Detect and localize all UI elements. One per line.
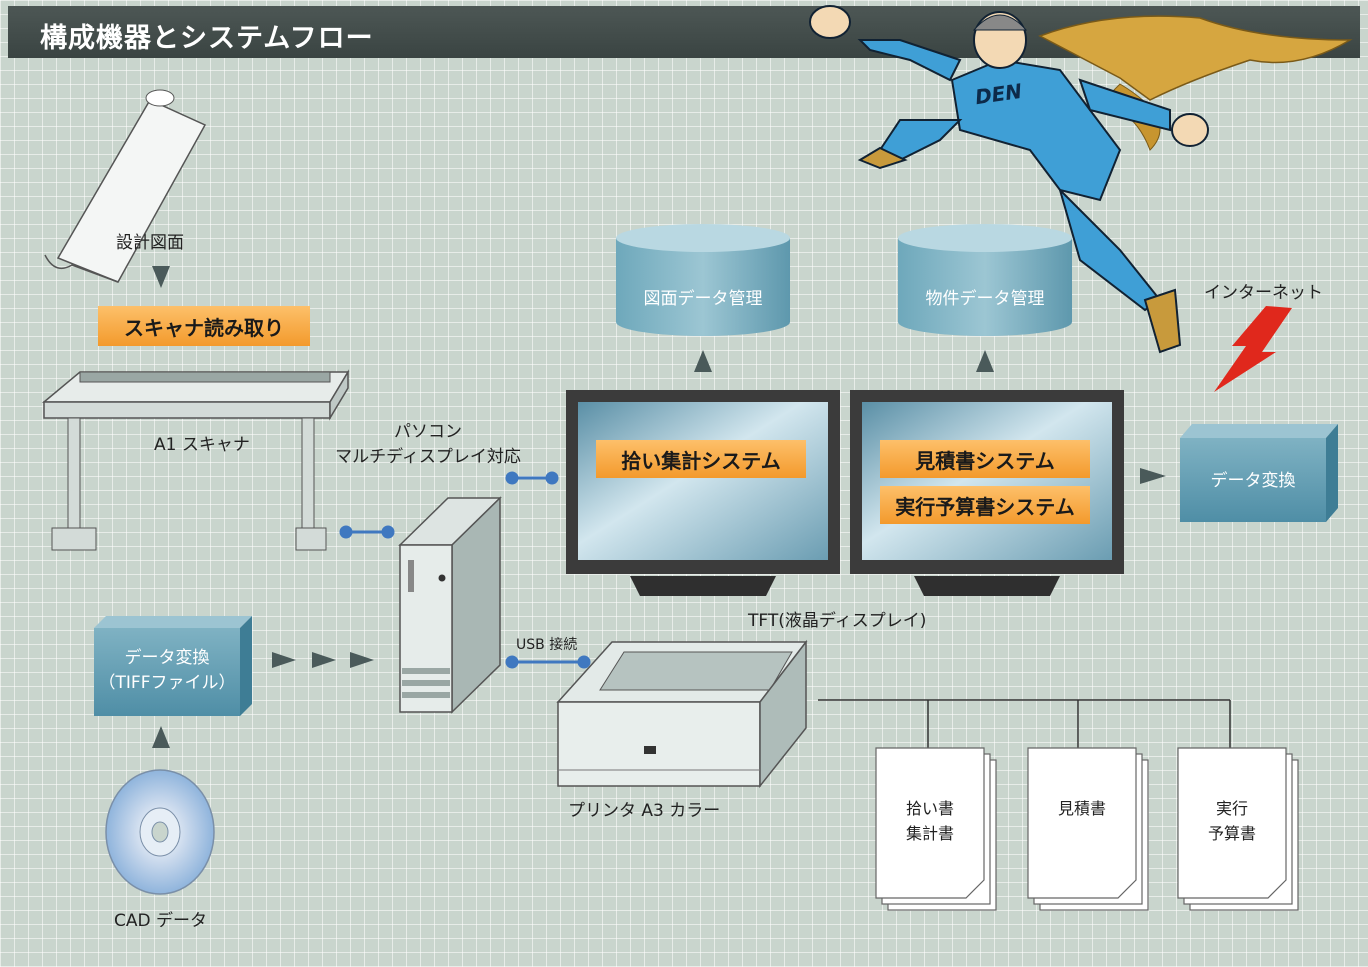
data-convert-tiff-box <box>94 616 252 716</box>
arrow-right-icon <box>272 652 374 668</box>
usb-label: USB 接続 <box>516 637 578 653</box>
sys-budget-label: 実行予算書システム <box>880 486 1090 524</box>
db-drawing-label: 図面データ管理 <box>643 289 763 309</box>
doc-takeoff-label: 拾い書 集計書 <box>905 799 954 843</box>
convert-tiff-label: データ変換 （TIFFファイル） <box>98 648 236 693</box>
connector-lines <box>339 471 591 669</box>
doc-budget-label: 実行 予算書 <box>1207 799 1256 843</box>
pc-label: パソコン マルチディスプレイ対応 <box>335 422 521 467</box>
sys-estimate-label: 見積書システム <box>880 440 1090 478</box>
convert-label: データ変換 <box>1210 471 1296 491</box>
db-property-label: 物件データ管理 <box>925 289 1045 309</box>
monitor-icon <box>566 390 1124 596</box>
drawing-label: 設計図面 <box>116 233 184 253</box>
scanner-label: A1 スキャナ <box>154 435 250 455</box>
arrow-up-icon <box>152 726 170 748</box>
arrow-right-icon <box>1140 468 1166 484</box>
document-stack-icon <box>875 747 1299 911</box>
arrow-down-icon <box>152 266 170 288</box>
printer-label: プリンタ A3 カラー <box>568 801 721 821</box>
printer-icon <box>556 639 808 789</box>
sys-takeoff-label: 拾い集計システム <box>596 440 806 478</box>
tft-label: TFT(液晶ディスプレイ) <box>748 611 927 631</box>
rolled-drawing-icon <box>44 89 207 283</box>
cd-icon <box>105 769 215 895</box>
scan-step-label: スキャナ読み取り <box>98 306 310 346</box>
internet-label: インターネット <box>1204 283 1323 303</box>
data-convert-box <box>1180 424 1338 522</box>
pc-tower-icon <box>398 496 502 714</box>
page-title: 構成機器とシステムフロー <box>40 23 374 54</box>
database-icon <box>616 224 1072 336</box>
output-lines <box>818 699 1231 748</box>
doc-estimate-label: 見積書 <box>1057 799 1106 818</box>
mascot-illustration <box>809 5 1353 354</box>
scanner-icon <box>41 369 350 551</box>
arrow-up-icon <box>694 350 712 372</box>
cad-label: CAD データ <box>114 911 207 931</box>
lightning-icon <box>1214 306 1292 392</box>
arrow-up-icon <box>976 350 994 372</box>
